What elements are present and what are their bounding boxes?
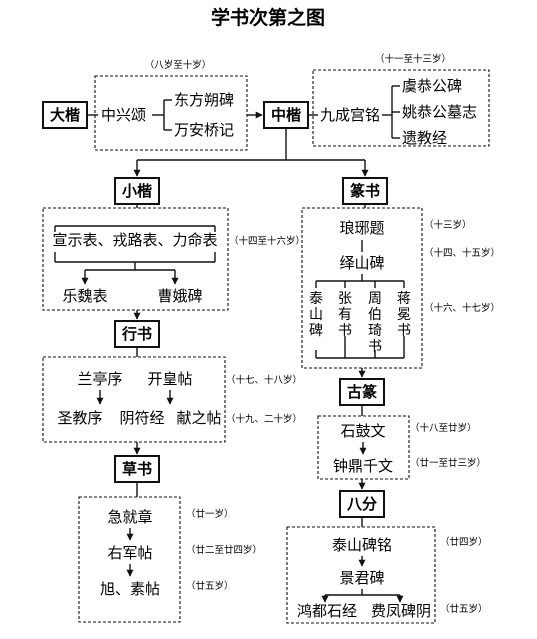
work-zhongxingsong: 中兴颂	[101, 106, 146, 124]
group-zhongkai	[312, 69, 490, 147]
work-yaogong: 姚恭公墓志	[402, 103, 477, 121]
stage-box-xiaokai	[114, 177, 160, 205]
note-ba2-age: （廿五岁）	[440, 603, 488, 615]
note-zhuan1-age: （十三岁）	[424, 219, 472, 231]
work-jiucheng: 九成宫铭	[320, 106, 380, 124]
work-taishanbei: 泰山碑铭	[332, 536, 392, 554]
work-shengjiao: 圣教序	[57, 409, 102, 427]
stage-box-caoshu	[114, 455, 160, 483]
stage-caoshu: 草书	[122, 460, 152, 478]
work-shigu: 石鼓文	[340, 422, 385, 440]
work-taishan-vertical: 泰山碑	[309, 291, 323, 339]
work-xuanshi: 宣示表、戎路表、力命表	[52, 231, 217, 249]
note-dakai-age: （八岁至十岁）	[145, 59, 212, 71]
stage-box-bafen	[339, 490, 385, 518]
work-langya: 琅琊题	[339, 219, 384, 237]
stage-xingshu: 行书	[121, 325, 152, 343]
work-youjun: 右军帖	[107, 544, 152, 562]
work-caoe: 曹娥碑	[157, 287, 202, 305]
group-caoshu	[78, 496, 181, 623]
group-xiaokai	[42, 207, 229, 311]
work-yinfu: 阴符经	[119, 409, 164, 427]
note-zhuan3-age: （十六、十七岁）	[424, 302, 500, 314]
work-jiangmian-vertical: 蒋冕书	[397, 291, 411, 339]
note-cao2-age: （廿二至廿四岁）	[186, 544, 262, 556]
note-gu2-age: （廿一至廿三岁）	[410, 457, 486, 469]
work-hongdu: 鸿都石经	[297, 602, 357, 620]
note-xiaokai-age: （十四至十六岁）	[229, 235, 305, 247]
note-xing2-age: （十九、二十岁）	[226, 413, 302, 425]
stage-bafen: 八分	[346, 495, 377, 513]
group-bafen	[286, 526, 436, 624]
work-xusu: 旭、素帖	[100, 580, 160, 598]
note-zhuan2-age: （十四、十五岁）	[424, 247, 500, 259]
stage-guzhuan: 古篆	[347, 383, 377, 401]
note-xing1-age: （十七、十八岁）	[226, 374, 302, 386]
work-yugong: 虞恭公碑	[402, 77, 462, 95]
group-dakai	[94, 75, 248, 151]
work-wanan: 万安桥记	[174, 121, 234, 139]
stage-zhuanshu: 篆书	[350, 182, 380, 200]
work-dongfang: 东方朔碑	[174, 91, 234, 109]
work-jijiu: 急就章	[107, 508, 152, 526]
stage-box-xingshu	[114, 320, 160, 348]
work-zhangyou-vertical: 张有书	[338, 291, 352, 339]
work-zhouboqi-vertical: 周伯琦书	[368, 291, 382, 355]
group-guzhuan	[317, 415, 410, 480]
work-xianzhi: 献之帖	[176, 409, 221, 427]
stage-xiaokai: 小楷	[122, 182, 152, 200]
work-kaihuang: 开皇帖	[147, 370, 192, 388]
work-lanting: 兰亭序	[77, 370, 122, 388]
diagram-title: 学书次第之图	[211, 6, 325, 29]
note-ba1-age: （廿四岁）	[440, 536, 488, 548]
note-cao3-age: （廿五岁）	[186, 580, 234, 592]
stage-box-zhuanshu	[342, 177, 388, 205]
work-yijiao: 遗教经	[402, 129, 447, 147]
work-jingjun: 景君碑	[339, 569, 384, 587]
work-feifeng: 费凤碑阴	[371, 602, 431, 620]
work-leyi: 乐魏表	[62, 287, 107, 305]
stage-dakai: 大楷	[50, 106, 80, 124]
note-cao1-age: （廿一岁）	[186, 508, 234, 520]
work-zhongding: 钟鼎千文	[333, 457, 393, 475]
work-yishan: 绎山碑	[339, 254, 384, 272]
stage-zhongkai: 中楷	[271, 106, 301, 124]
group-xingshu	[42, 356, 226, 443]
note-gu1-age: （十八至廿岁）	[410, 422, 477, 434]
note-zhongkai-age: （十一至十三岁）	[375, 53, 451, 65]
